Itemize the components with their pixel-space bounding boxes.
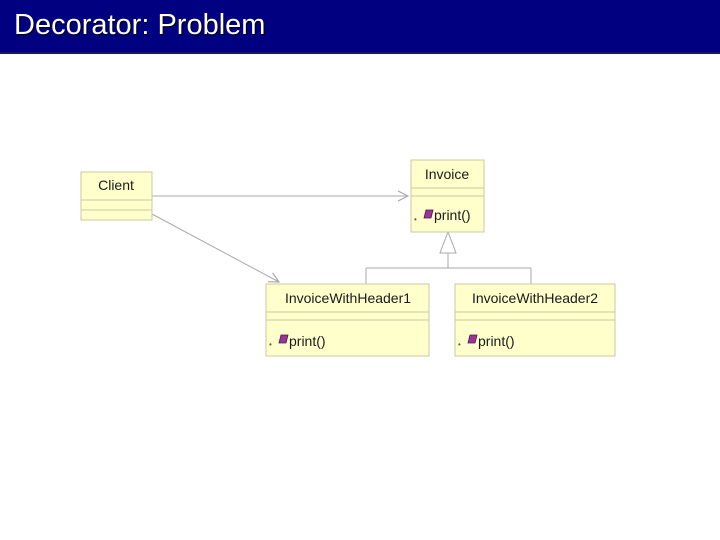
class-client[interactable]: Client [80,171,153,221]
class-invoice-with-header2[interactable]: InvoiceWithHeader2 • print() [454,283,616,357]
connectors [151,196,532,284]
visibility-marker: • [269,340,272,349]
class-invoice[interactable]: Invoice • print() [410,159,485,233]
method-icon [278,334,289,344]
class-name-client: Client [98,177,134,193]
slide-title: Decorator: Problem [14,9,266,41]
association-client-header1 [151,213,279,282]
visibility-marker: • [414,215,417,224]
generalization-arrowhead [439,230,457,254]
visibility-marker: • [458,340,461,349]
title-bar: Decorator: Problem [0,0,720,54]
method-icon [467,334,478,344]
class-name-header2: InvoiceWithHeader2 [472,290,598,306]
method-icon [423,209,434,219]
operation-header2-print: print() [478,333,515,349]
operation-header1-print: print() [289,333,326,349]
class-invoice-with-header1[interactable]: InvoiceWithHeader1 • print() [265,283,430,357]
class-name-header1: InvoiceWithHeader1 [285,290,411,306]
generalization-tree [365,253,532,284]
operation-invoice-print: print() [434,207,471,223]
class-name-invoice: Invoice [425,166,470,182]
